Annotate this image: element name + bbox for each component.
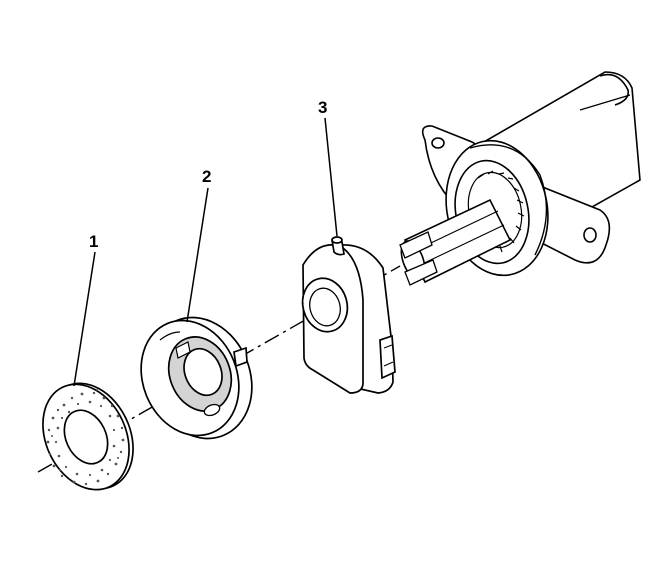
callout-1-leader bbox=[73, 251, 96, 387]
column-tube bbox=[468, 71, 641, 226]
shaft-tip-notch bbox=[399, 231, 433, 259]
callout-2-leader bbox=[186, 187, 209, 323]
callout-2-label: 2 bbox=[202, 167, 211, 186]
lock-ring-band bbox=[469, 144, 548, 256]
flange-hole-left bbox=[431, 137, 445, 149]
washer bbox=[42, 382, 134, 491]
retainer-ring bbox=[140, 316, 253, 440]
column-tube-highlight bbox=[579, 94, 631, 111]
retainer-ring-tab bbox=[233, 346, 248, 368]
column-tube-end bbox=[599, 73, 630, 106]
column-shaft-assembly bbox=[399, 71, 641, 286]
callout-3-label: 3 bbox=[318, 98, 327, 117]
callout-3-leader bbox=[324, 117, 338, 237]
retainer-ring-bore bbox=[183, 347, 223, 397]
sensor-housing-connector bbox=[379, 334, 396, 380]
flange-hole-right bbox=[583, 227, 597, 243]
retainer-ring-slot bbox=[203, 403, 221, 417]
sensor-housing-bore-inner bbox=[309, 287, 341, 327]
washer-texture bbox=[46, 389, 125, 486]
callout-1-label: 1 bbox=[89, 232, 98, 251]
sensor-housing bbox=[301, 236, 396, 394]
washer-hole bbox=[63, 409, 109, 465]
callout-leaders bbox=[73, 117, 338, 387]
